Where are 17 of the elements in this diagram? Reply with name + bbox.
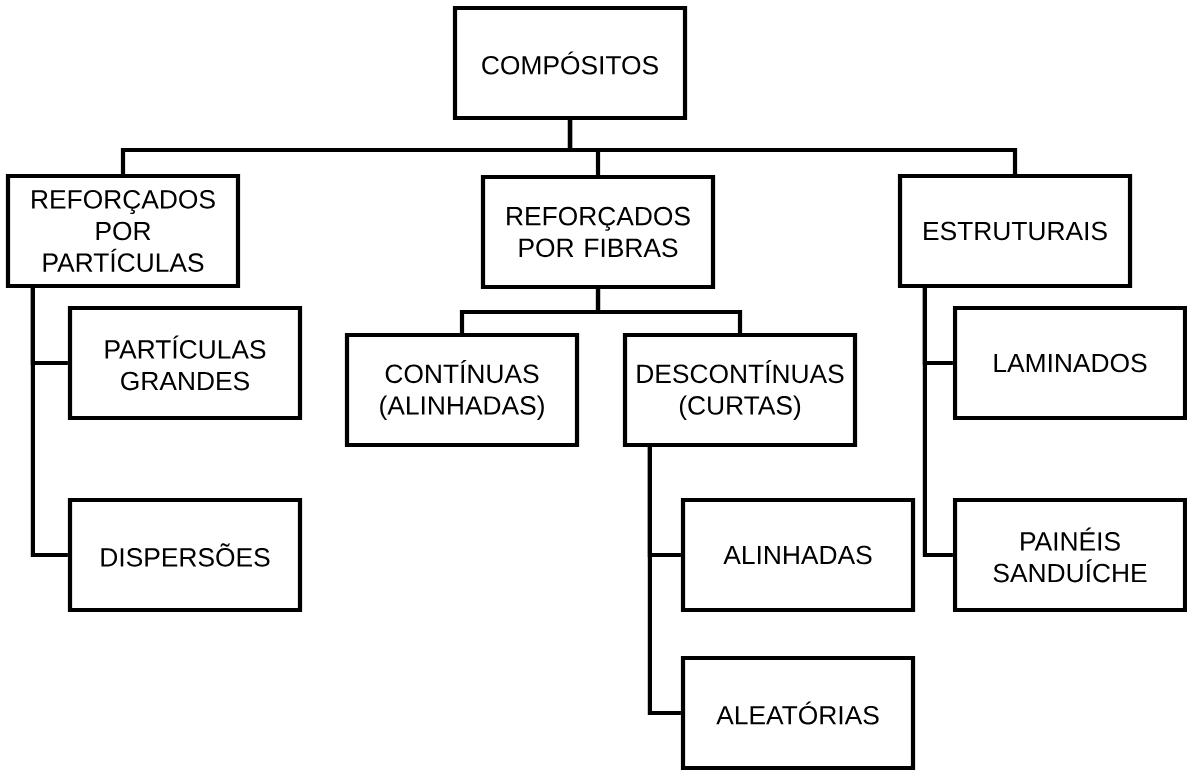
- category-box: DESCONTÍNUAS (CURTAS): [622, 332, 858, 448]
- category-box: REFORÇADOS POR PARTÍCULAS: [5, 173, 241, 289]
- connector-line: [30, 288, 68, 558]
- connector-line: [595, 289, 743, 333]
- category-box: REFORÇADOS POR FIBRAS: [480, 174, 716, 290]
- category-box: ALEATÓRIAS: [680, 655, 916, 771]
- category-box: COMPÓSITOS: [452, 5, 688, 121]
- connector-line: [922, 288, 953, 558]
- connector-line: [647, 447, 681, 716]
- category-box: PARTÍCULAS GRANDES: [67, 305, 303, 421]
- category-box: DISPERSÕES: [67, 497, 303, 613]
- category-box: ESTRUTURAIS: [897, 173, 1133, 289]
- connector-line: [567, 120, 1018, 174]
- category-box: PAINÉIS SANDUÍCHE: [952, 497, 1187, 613]
- category-box: LAMINADOS: [952, 305, 1187, 421]
- category-box: ALINHADAS: [680, 497, 916, 613]
- category-box: CONTÍNUAS (ALINHADAS): [344, 332, 580, 448]
